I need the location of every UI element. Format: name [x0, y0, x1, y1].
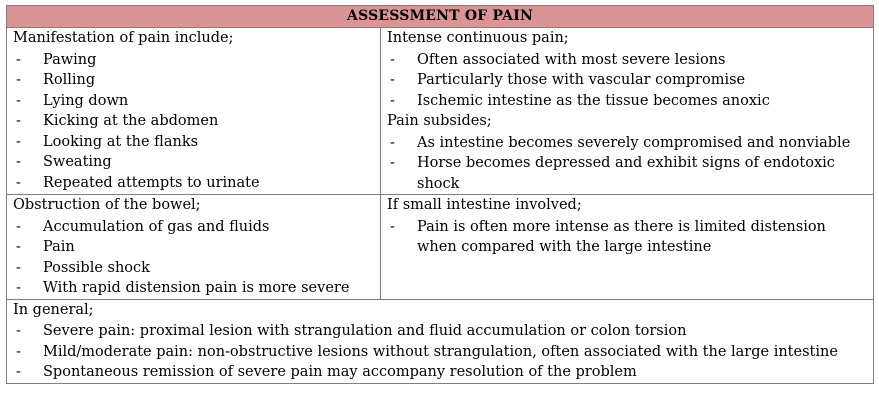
- table-title: ASSESSMENT OF PAIN: [6, 5, 874, 28]
- list-item: Lying down: [13, 91, 374, 112]
- list-item: Severe pain: proximal lesion with strang…: [13, 321, 867, 342]
- manifestation-cell: Manifestation of pain include; Pawing Ro…: [6, 27, 381, 195]
- pain-subsides-lead: Pain subsides;: [387, 113, 492, 129]
- table-row: Obstruction of the bowel; Accumulation o…: [6, 194, 874, 300]
- list-item: Mild/moderate pain: non-obstructive lesi…: [13, 342, 867, 363]
- intense-pain-list: Often associated with most severe lesion…: [387, 50, 867, 112]
- manifestation-lead: Manifestation of pain include;: [13, 30, 234, 46]
- small-intestine-list: Pain is often more intense as there is l…: [387, 217, 867, 258]
- title-row: ASSESSMENT OF PAIN: [6, 5, 874, 28]
- list-item: Pain: [13, 237, 374, 258]
- list-item: Often associated with most severe lesion…: [387, 50, 867, 71]
- list-item: As intestine becomes severely compromise…: [387, 133, 867, 154]
- table-row: Manifestation of pain include; Pawing Ro…: [6, 27, 874, 195]
- list-item: Ischemic intestine as the tissue becomes…: [387, 91, 867, 112]
- intense-pain-lead: Intense continuous pain;: [387, 30, 569, 46]
- intense-pain-cell: Intense continuous pain; Often associate…: [380, 27, 874, 195]
- list-item: Possible shock: [13, 258, 374, 279]
- list-item: Repeated attempts to urinate: [13, 173, 374, 194]
- assessment-of-pain-table: ASSESSMENT OF PAIN Manifestation of pain…: [6, 5, 874, 384]
- general-cell: In general; Severe pain: proximal lesion…: [6, 298, 874, 384]
- list-item: Looking at the flanks: [13, 132, 374, 153]
- small-intestine-lead: If small intestine involved;: [387, 197, 582, 213]
- pain-subsides-list: As intestine becomes severely compromise…: [387, 133, 867, 195]
- obstruction-lead: Obstruction of the bowel;: [13, 197, 201, 213]
- list-item: Kicking at the abdomen: [13, 111, 374, 132]
- manifestation-list: Pawing Rolling Lying down Kicking at the…: [13, 50, 374, 194]
- list-item: Accumulation of gas and fluids: [13, 217, 374, 238]
- obstruction-list: Accumulation of gas and fluids Pain Poss…: [13, 217, 374, 299]
- list-item: Particularly those with vascular comprom…: [387, 70, 867, 91]
- list-item: Pawing: [13, 50, 374, 71]
- list-item: Horse becomes depressed and exhibit sign…: [387, 153, 867, 194]
- list-item: With rapid distension pain is more sever…: [13, 278, 374, 299]
- general-lead: In general;: [13, 301, 94, 318]
- list-item: Spontaneous remission of severe pain may…: [13, 362, 867, 383]
- general-list: Severe pain: proximal lesion with strang…: [13, 321, 867, 383]
- small-intestine-cell: If small intestine involved; Pain is oft…: [380, 194, 874, 300]
- obstruction-cell: Obstruction of the bowel; Accumulation o…: [6, 194, 381, 300]
- list-item: Pain is often more intense as there is l…: [387, 217, 867, 258]
- table-row: In general; Severe pain: proximal lesion…: [6, 298, 874, 384]
- list-item: Rolling: [13, 70, 374, 91]
- list-item: Sweating: [13, 152, 374, 173]
